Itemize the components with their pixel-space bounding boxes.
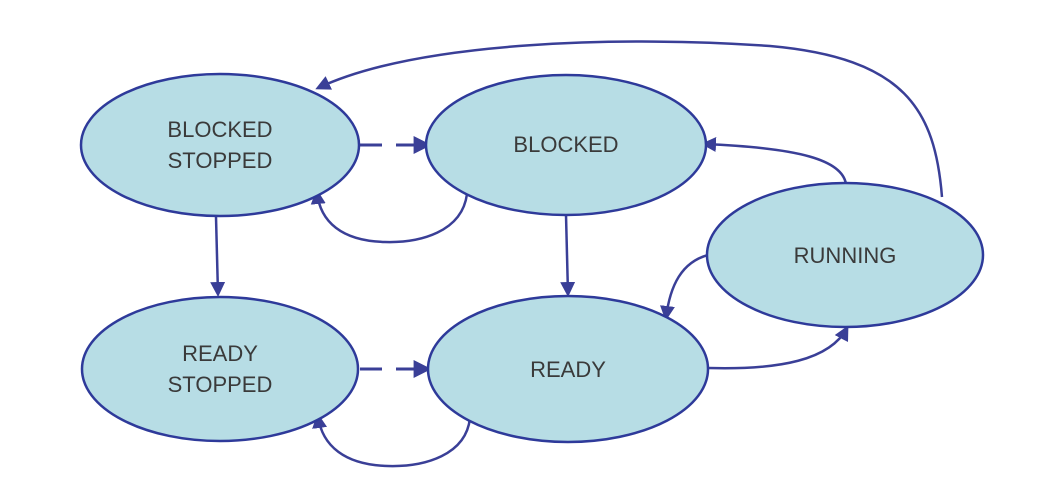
state-blocked-stopped-line2: STOPPED — [168, 148, 273, 173]
edges — [210, 40, 944, 468]
edge-blocked-stopped-to-ready-stopped — [210, 216, 226, 297]
state-ready-stopped-line2: STOPPED — [168, 372, 273, 397]
state-running-label: RUNNING — [794, 243, 897, 268]
edge-running-to-blocked-stopped — [315, 40, 944, 198]
edge-ready-to-ready-stopped — [312, 413, 472, 468]
edge-ready-to-running — [707, 325, 849, 370]
state-blocked-label: BLOCKED — [513, 132, 618, 157]
state-blocked: BLOCKED — [424, 73, 708, 217]
state-blocked-stopped-line1: BLOCKED — [167, 117, 272, 142]
state-blocked-stopped: BLOCKED STOPPED — [79, 72, 361, 218]
state-ready: READY — [426, 294, 710, 444]
state-running: RUNNING — [705, 181, 985, 329]
state-ready-stopped: READY STOPPED — [80, 295, 360, 443]
edge-blocked-to-ready — [560, 214, 576, 297]
edge-running-to-blocked — [701, 137, 848, 185]
edge-running-to-ready — [660, 253, 709, 321]
edge-blocked-to-blocked-stopped — [310, 189, 469, 244]
state-ready-label: READY — [530, 357, 606, 382]
state-ready-stopped-line1: READY — [182, 341, 258, 366]
